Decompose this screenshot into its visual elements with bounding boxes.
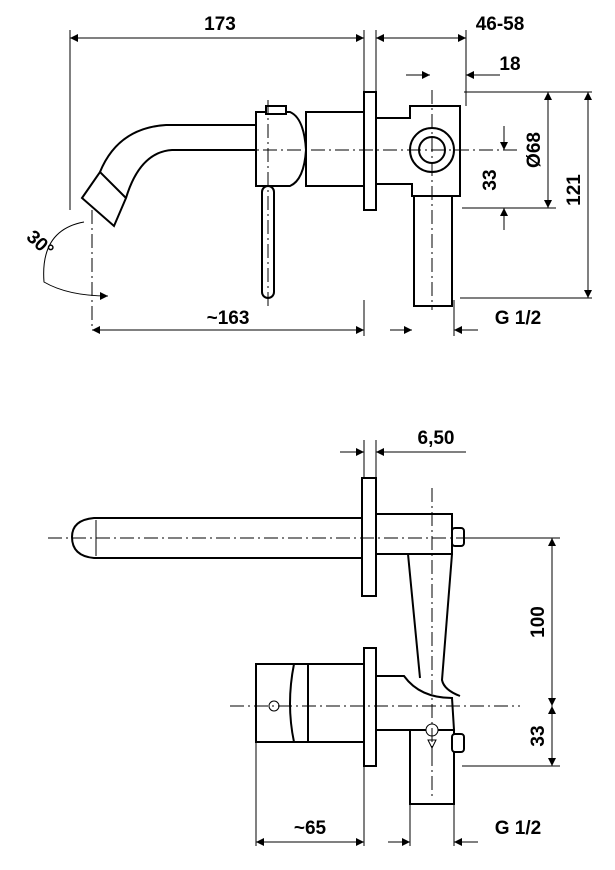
dim-overall-length: 173 [204,14,236,35]
dim-wall-range: 46-58 [476,14,525,35]
plan-view: 6,50 100 33 ~65 G 1/2 [48,428,560,846]
mixer-body-plan [307,663,365,743]
wall-plate-plan [361,477,377,597]
outlet-nut [451,527,465,547]
inlet-nut [451,733,465,753]
lower-box [375,675,456,731]
mixer-handle-plan [255,663,295,743]
dim-plate: 6,50 [418,428,455,449]
wall-plate [363,91,377,211]
dim-spout-reach: ~163 [207,308,250,329]
dim-height: 121 [564,174,585,206]
dim-box-depth: 18 [499,54,520,75]
dim-spacing: 100 [528,606,549,638]
mixer-collar-plan [289,663,309,743]
dim-offset-bottom: 33 [528,725,549,746]
dim-offset-top: 33 [480,169,501,190]
connecting-pipe [407,553,461,697]
spout [99,124,262,199]
dim-thread-top: G 1/2 [495,308,541,329]
wall-plate-lower [363,647,377,767]
dim-thread-bottom: G 1/2 [495,818,541,839]
dim-angle: 30° [22,226,57,261]
inlet-pipe [413,195,453,307]
lever-cap [265,105,287,115]
dim-handle: ~65 [294,818,327,839]
spout-tip [80,170,128,228]
side-view: 173 46-58 18 Ø68 33 121 30° ~163 G 1/2 [22,14,592,336]
in-wall-box [376,105,461,197]
lever-collar [255,111,308,187]
inlet-pipe-plan [409,729,455,805]
outlet-body [375,513,453,555]
dim-diameter: Ø68 [524,132,545,168]
mixer-body [305,111,365,187]
